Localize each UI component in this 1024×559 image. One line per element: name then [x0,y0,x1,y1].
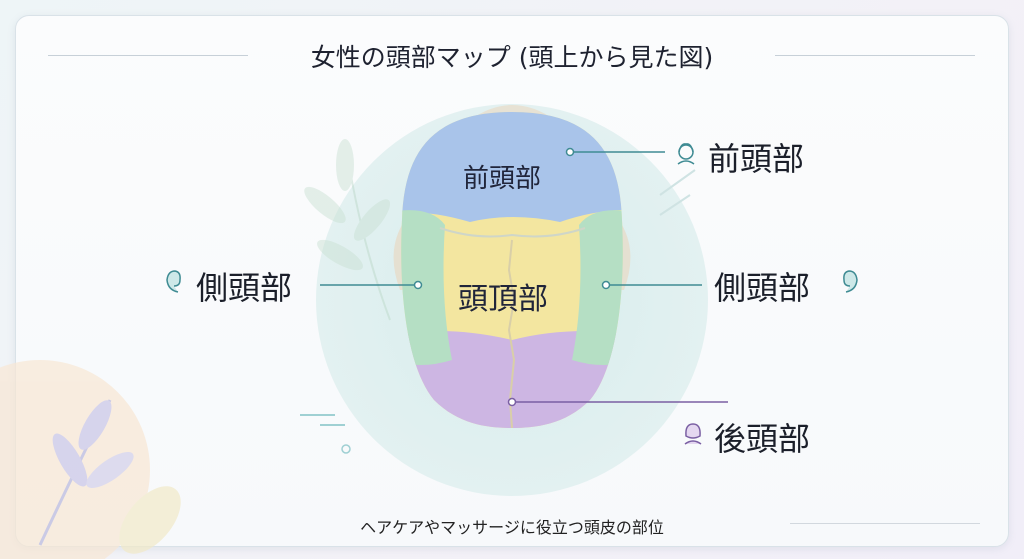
parietal-inner-label: 頭頂部 [458,282,548,317]
woman-profile-icon [843,270,858,293]
frontal-inner-label: 前頭部 [463,164,542,194]
title-divider-left [48,55,248,56]
temporal-left-label: 側頭部 [196,269,293,307]
woman-back-icon [684,423,702,445]
frontal-label: 前頭部 [708,140,805,178]
occipital-label: 後頭部 [714,420,811,458]
woman-face-icon [677,143,695,165]
leaf-decoration-center [304,139,391,321]
subtitle: ヘアケアやマッサージに役立つ頭皮の部位 [360,518,664,537]
page-title: 女性の頭部マップ (頭上から見た図) [310,43,714,72]
footer-divider-right [790,523,980,524]
woman-profile-icon [166,270,181,293]
temporal-right-label: 側頭部 [714,269,811,307]
frontal-region [401,112,623,222]
leaf-decoration-bottom-left [0,360,181,559]
title-divider-right [775,55,975,56]
